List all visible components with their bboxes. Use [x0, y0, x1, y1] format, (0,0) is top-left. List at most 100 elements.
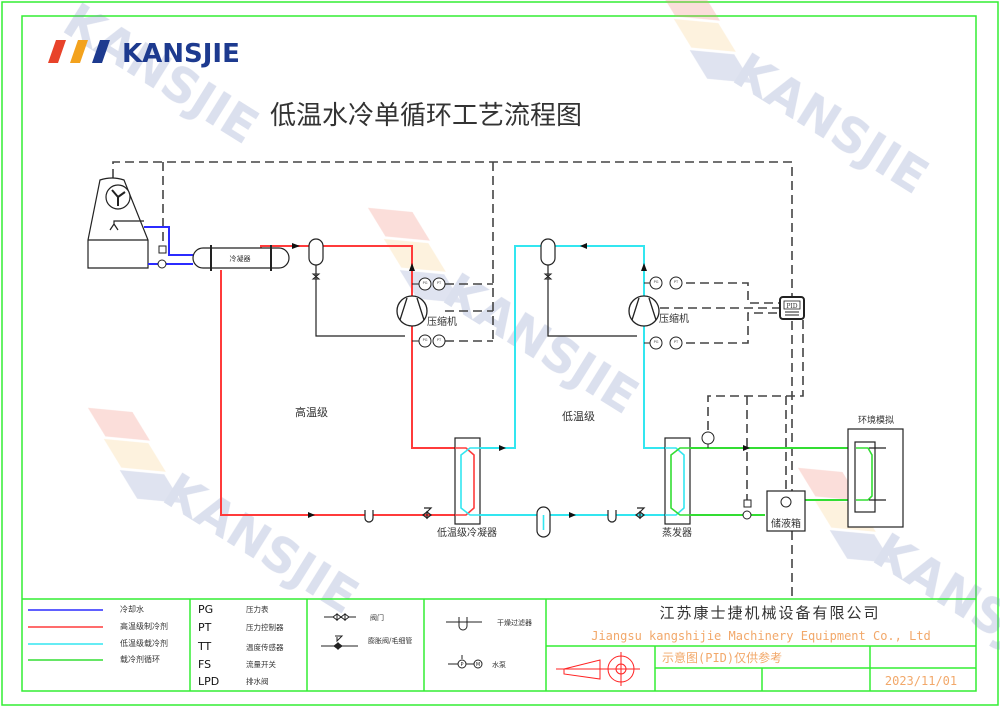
watermark-text: KANSJIE: [434, 263, 648, 426]
condenser: 冷凝器: [192, 245, 290, 271]
control-signal-lines: [112, 161, 804, 600]
liquid-receiver: [536, 506, 551, 538]
compressor-high-label: 压缩机: [427, 315, 457, 328]
high-stage-refrigerant-lines: [220, 245, 455, 516]
abbr-meaning: 压力控制器: [246, 622, 284, 632]
condenser-label: 冷凝器: [230, 254, 251, 263]
watermark-text: KANSJIE: [864, 523, 1000, 686]
symbol-label: 阀门: [370, 613, 384, 622]
pid-label: PID: [786, 303, 797, 310]
watermark-text: KANSJIE: [724, 43, 938, 206]
low-stage-receiver: [540, 238, 637, 337]
flow-arrow-icon: [308, 512, 315, 518]
temperature-sensor-icon: [701, 431, 715, 445]
abbr-code: FS: [198, 658, 211, 671]
logo-stripe-red: [48, 40, 66, 63]
tank-label: 储液箱: [771, 517, 801, 530]
watermark-1: KANSJIE: [54, 0, 268, 155]
legend-label: 载冷剂循环: [120, 654, 160, 664]
gauge-pt-upper: PT: [432, 277, 446, 291]
compressor-icon: [396, 295, 428, 327]
abbr-meaning: 流量开关: [246, 659, 276, 669]
cooling-tower: [87, 177, 149, 269]
environment-label: 环境模拟: [858, 414, 894, 426]
gauge-pt-lower: PT: [669, 336, 683, 350]
flow-switch-icon: [743, 499, 752, 508]
disclaimer-note: 示意图(PID)仅供参考: [662, 650, 782, 665]
high-stage-receiver: [308, 238, 405, 337]
environment-simulator: 环境模拟: [847, 414, 904, 528]
company-name-en: Jiangsu kangshijie Machinery Equipment C…: [591, 629, 931, 643]
gauge-label: PT: [437, 281, 442, 285]
abbr-meaning: 温度传感器: [246, 642, 284, 652]
abbr-code: TT: [197, 640, 212, 653]
gauge-label: PT: [437, 338, 442, 342]
company-name-cn: 江苏康士捷机械设备有限公司: [659, 604, 880, 622]
flow-arrow-icon: [292, 243, 300, 249]
watermark-text: KANSJIE: [54, 0, 268, 155]
gauge-label: PT: [674, 340, 679, 344]
low-stage-gauges: PG PT PG PT: [644, 276, 683, 350]
low-compressor: 压缩机: [628, 295, 689, 327]
legend-label: 高温级制冷剂: [120, 621, 168, 631]
projection-symbol-icon: [556, 652, 640, 686]
drawing-date: 2023/11/01: [885, 674, 957, 688]
cooling-tower-body: [87, 177, 149, 269]
gauge-pg-lower: PG: [418, 334, 432, 348]
logo-stripe-blue: [92, 40, 110, 63]
motor-letter: M: [476, 662, 480, 668]
watermark-text: KANSJIE: [154, 463, 368, 626]
pump-letter: P: [460, 662, 463, 668]
flow-arrow-icon: [641, 263, 647, 271]
evaporator-label: 蒸发器: [662, 526, 692, 539]
abbr-code: PG: [198, 603, 213, 616]
gauge-label: PG: [423, 338, 428, 342]
dryer-filter-icon: [446, 617, 482, 631]
watermark-2: KANSJIE: [657, 0, 938, 206]
stage-low-label: 低温级: [562, 410, 595, 423]
cooling-water-lines: [144, 226, 193, 265]
flow-arrow-icon: [743, 445, 750, 451]
expansion-valve-icon: [422, 507, 433, 520]
compressor-icon: [628, 295, 660, 327]
expansion-valve-icon: [635, 507, 646, 520]
brand-logo: KANSJIE: [48, 39, 240, 69]
inner-frame: [21, 15, 977, 692]
abbr-code: LPD: [198, 675, 219, 688]
abbr-meaning: 压力表: [246, 604, 269, 614]
valve-icon: [324, 613, 356, 621]
expansion-valve-icon: [321, 635, 358, 650]
legend-label: 冷却水: [120, 604, 144, 614]
evaporator: 蒸发器: [662, 437, 692, 539]
diagram-title: 低温水冷单循环工艺流程图: [270, 101, 582, 131]
watermark-4: KANSJIE: [87, 407, 368, 626]
coolant-pump-icon: [742, 510, 752, 520]
abbr-meaning: 排水阀: [246, 676, 269, 686]
cascade-condenser-label: 低温级冷凝器: [437, 526, 497, 539]
flow-arrow-icon: [569, 512, 576, 518]
flow-switch-icon: [158, 245, 167, 254]
abbr-code: PT: [198, 621, 212, 634]
cascade-condenser: 低温级冷凝器: [437, 437, 497, 539]
watermark-3: KANSJIE: [367, 207, 648, 426]
gauge-label: PG: [654, 280, 659, 284]
abbreviation-legend: PG 压力表 PT 压力控制器 TT 温度传感器 FS 流量开关 LPD 排水阀: [197, 603, 284, 688]
dryer-filter-icon: [364, 510, 374, 523]
gauge-pg-upper: PG: [418, 277, 432, 291]
gauge-label: PT: [674, 280, 679, 284]
gauge-label: PG: [423, 281, 428, 285]
logo-text: KANSJIE: [122, 39, 240, 69]
pid-controller: PID: [779, 296, 805, 320]
symbol-label: 水泵: [492, 660, 506, 669]
gauge-pt-lower: PT: [432, 334, 446, 348]
flow-arrow-icon: [409, 263, 415, 271]
stage-high-label: 高温级: [295, 405, 328, 419]
line-legend: 冷却水 高温级制冷剂 低温级载冷剂 载冷剂循环: [28, 604, 168, 664]
cooling-water-pump-icon: [157, 259, 167, 269]
compressor-low-label: 压缩机: [659, 312, 689, 325]
legend-label: 低温级载冷剂: [120, 638, 168, 648]
gauge-pt-upper: PT: [669, 276, 683, 290]
gauge-pg-upper: PG: [649, 276, 663, 290]
